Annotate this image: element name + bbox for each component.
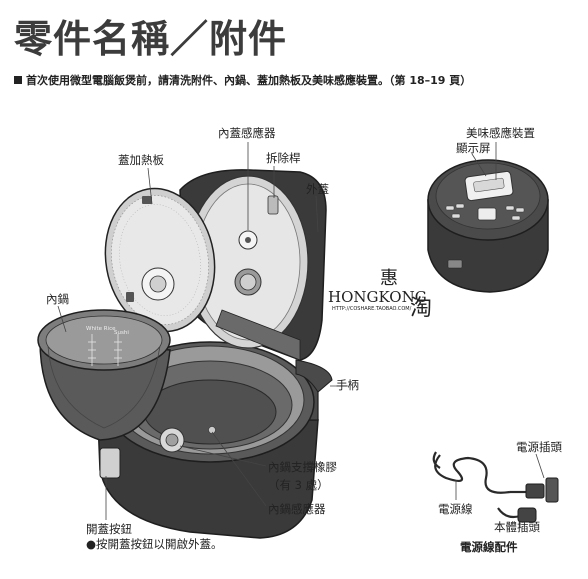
label-open-button-note: ●按開蓋按鈕以開啟外蓋。 <box>86 537 223 551</box>
intro-note: 首次使用微型電腦飯煲前，請清洗附件、內鍋、蓋加熱板及美味感應裝置。（第 18–1… <box>14 72 471 88</box>
label-inner-lid-sensor: 內蓋感應器 <box>218 126 276 140</box>
watermark-side-char: 淘 <box>410 296 433 321</box>
label-cord-accessory: 電源線配件 <box>460 540 518 554</box>
lid-heater-plate <box>104 187 216 333</box>
inner-pot <box>37 309 171 441</box>
label-taste-sensor: 美味感應裝置 <box>466 126 535 140</box>
cooker-body <box>97 341 333 539</box>
label-pot-support-count: （有 3 處） <box>268 478 329 492</box>
cooker-overview <box>427 159 549 293</box>
label-power-cord: 電源線 <box>438 502 473 516</box>
pot-marking-right: Sushi <box>114 330 129 336</box>
page-title: 零件名稱／附件 <box>14 17 288 61</box>
outer-lid <box>179 169 327 361</box>
watermark-sub: HTTP://COSHARE.TAOBAO.COM/ <box>332 306 412 312</box>
intro-text: 首次使用微型電腦飯煲前，請清洗附件、內鍋、蓋加熱板及美味感應裝置。（第 18–1… <box>26 74 472 87</box>
label-pot-sensor: 內鍋感應器 <box>268 502 326 516</box>
power-cord-illustration <box>432 451 559 523</box>
label-lid-heater-plate: 蓋加熱板 <box>118 153 164 167</box>
label-pot-support-rubber: 內鍋支撐橡膠 <box>268 460 337 474</box>
pot-marking-left: White Rice <box>86 326 116 332</box>
label-display: 顯示屏 <box>456 141 491 155</box>
label-handle: 手柄 <box>336 378 359 392</box>
label-removal-pin: 拆除桿 <box>266 151 301 165</box>
label-appliance-plug: 本體插頭 <box>494 520 540 534</box>
label-outer-lid: 外蓋 <box>306 182 329 196</box>
leader-lines <box>57 142 545 528</box>
label-open-button: 開蓋按鈕 <box>86 522 132 536</box>
square-bullet-icon <box>14 76 22 84</box>
watermark-main: HONGKONG <box>328 288 427 306</box>
open-button-part <box>99 447 121 479</box>
watermark-top-char: 惠 <box>380 268 398 289</box>
label-inner-pot: 內鍋 <box>46 292 69 306</box>
label-power-plug: 電源插頭 <box>516 440 562 454</box>
